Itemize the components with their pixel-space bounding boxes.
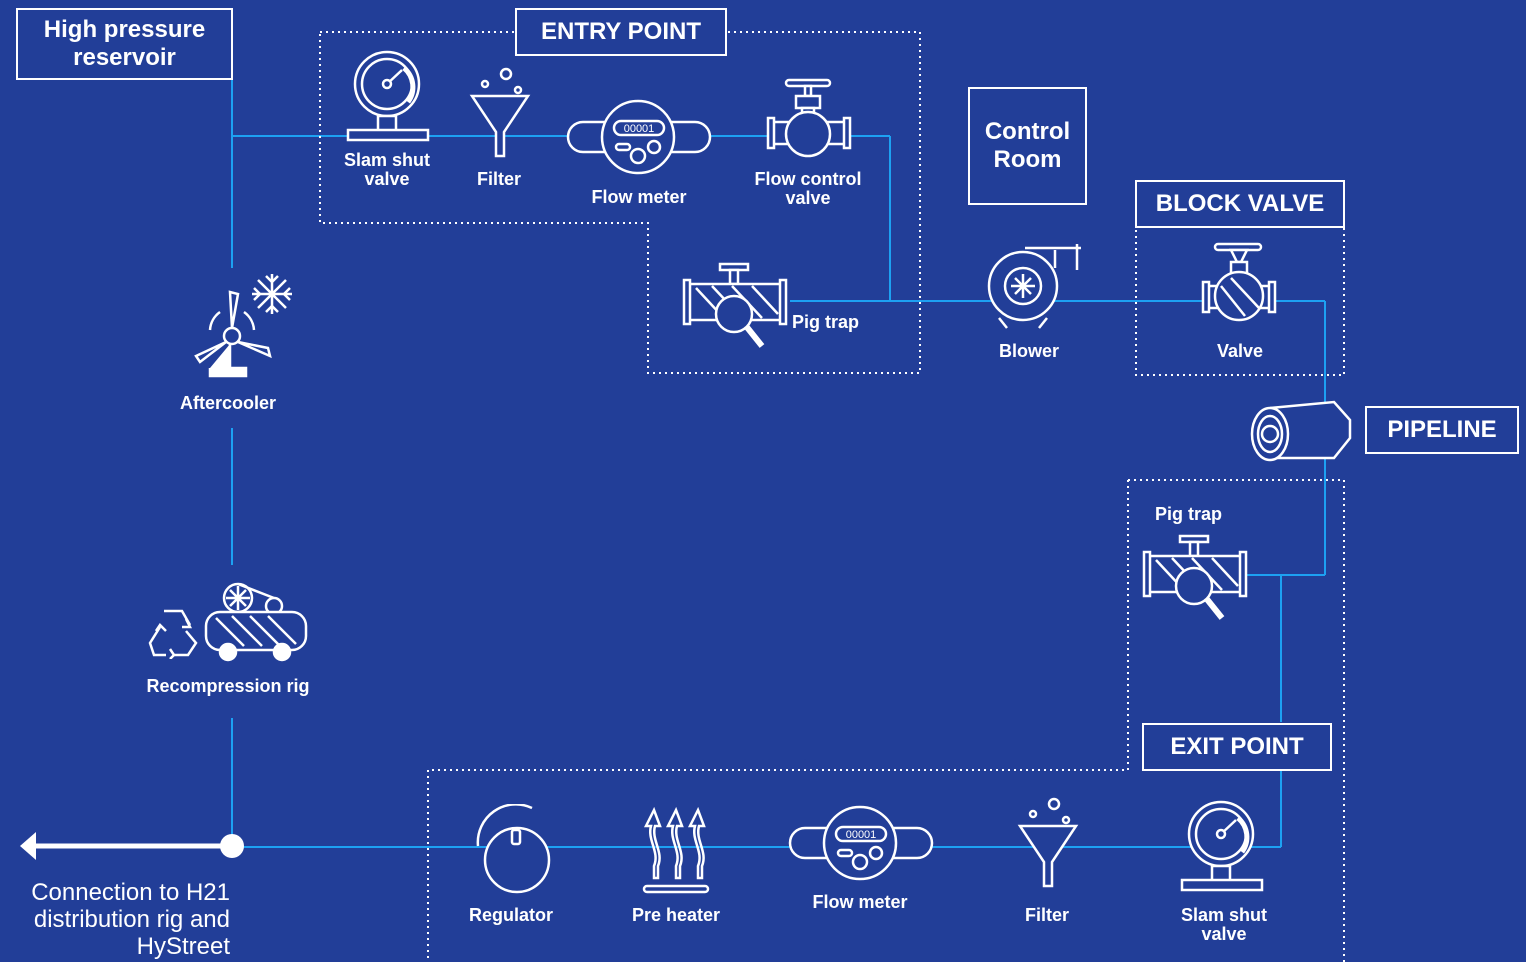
pipeline-title: PIPELINE [1387, 416, 1497, 444]
svg-text:00001: 00001 [624, 123, 655, 135]
gauge-icon-exit [1180, 800, 1264, 892]
block-valve-title: BLOCK VALVE [1155, 190, 1325, 218]
aftercooler-icon [194, 274, 292, 378]
reservoir-title: High pressure reservoir [43, 16, 206, 71]
pipeline-box: PIPELINE [1365, 406, 1519, 454]
filter-icon [469, 67, 531, 158]
recompression-rig-label: Recompression rig [146, 676, 310, 696]
flow-control-valve-label: Flow control valve [754, 169, 862, 208]
block-valve-box: BLOCK VALVE [1135, 180, 1345, 228]
control-room-box: Control Room [968, 87, 1087, 205]
recycle-icon [148, 609, 198, 659]
pre-heater-label: Pre heater [631, 905, 721, 925]
valve-icon [766, 78, 852, 158]
exit-pig-trap-label: Pig trap [1155, 504, 1223, 524]
pipe-icon [1250, 400, 1352, 462]
exit-slam-shut-label: Slam shut valve [1180, 905, 1268, 944]
gauge-icon [346, 50, 430, 142]
regulator-icon [476, 804, 551, 894]
connection-label: Connection to H21 distribution rig and H… [31, 879, 230, 960]
pig-trap-icon-exit [1142, 534, 1248, 620]
entry-point-box: ENTRY POINT [515, 8, 727, 56]
svg-text:00001: 00001 [846, 829, 877, 841]
exit-flow-meter-label: Flow meter [812, 892, 908, 912]
blower-icon [987, 244, 1081, 329]
exit-point-box: EXIT POINT [1142, 723, 1332, 771]
entry-pig-trap-label: Pig trap [792, 312, 860, 332]
entry-point-title: ENTRY POINT [540, 18, 702, 46]
blower-label: Blower [998, 341, 1059, 361]
reservoir-box: High pressure reservoir [16, 8, 233, 80]
heat-icon [642, 806, 710, 894]
entry-flow-meter-label: Flow meter [591, 187, 687, 207]
snowflake-icon [252, 274, 292, 314]
arrow-left-icon [20, 832, 244, 860]
entry-slam-shut-label: Slam shut valve [343, 150, 431, 189]
regulator-label: Regulator [468, 905, 553, 925]
filter-icon-exit [1017, 797, 1079, 888]
entry-filter-label: Filter [476, 169, 521, 189]
compressor-icon [204, 582, 308, 662]
flow-meter-icon-exit: 00001 [788, 805, 934, 881]
block-valve-icon [1201, 242, 1277, 322]
exit-filter-label: Filter [1024, 905, 1069, 925]
valve-label: Valve [1216, 341, 1264, 361]
control-room-title: Control Room [984, 118, 1071, 173]
pig-trap-icon [682, 262, 788, 348]
aftercooler-label: Aftercooler [179, 393, 277, 413]
flow-meter-icon: 00001 [566, 99, 712, 175]
exit-point-title: EXIT POINT [1170, 733, 1304, 761]
